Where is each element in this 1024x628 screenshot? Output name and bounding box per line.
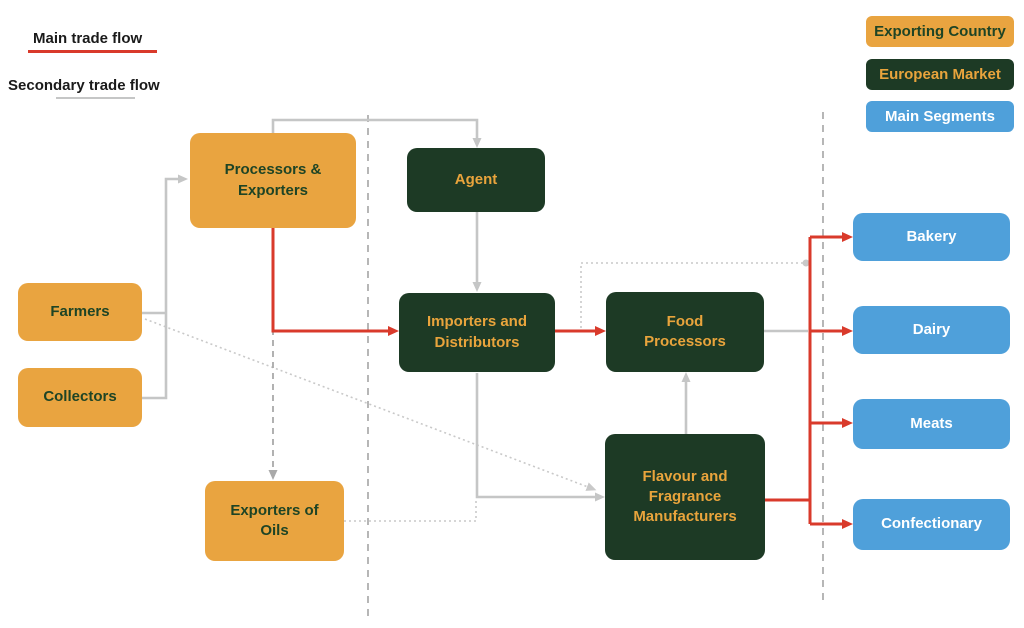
legend-main-segments: Main Segments [866, 101, 1014, 132]
node-agent: Agent [407, 148, 545, 212]
node-food-processors: Food Processors [606, 292, 764, 372]
edge-oils-flavour [344, 500, 477, 522]
node-exporters-of-oils: Exporters of Oils [205, 481, 344, 561]
legend-exporting-country: Exporting Country [866, 16, 1014, 47]
edge-farmers-flavour [144, 318, 597, 491]
legend-main-trade-flow-line [28, 50, 157, 53]
legend-secondary-trade-flow-line [56, 97, 135, 99]
node-processors-exporters: Processors & Exporters [190, 133, 356, 228]
edge-processors-agent [271, 118, 482, 148]
node-meats: Meats [853, 399, 1010, 449]
node-dairy: Dairy [853, 306, 1010, 354]
edge-importers-flavour [475, 373, 605, 502]
legend-secondary-trade-flow: Secondary trade flow [8, 77, 160, 94]
node-farmers: Farmers [18, 283, 142, 341]
edge-importers-segments-endpoint [802, 259, 810, 267]
node-bakery: Bakery [853, 213, 1010, 261]
legend-european-market: European Market [866, 59, 1014, 90]
node-importers-distributors: Importers and Distributors [399, 293, 555, 372]
node-collectors: Collectors [18, 368, 142, 427]
edge-flavour-trunk [765, 237, 812, 524]
node-flavour-fragrance-manufacturers: Flavour and Fragrance Manufacturers [605, 434, 765, 560]
edge-importers-segments [580, 262, 803, 328]
edge-processors-importers [271, 228, 399, 336]
edge-collectors-processors [142, 174, 188, 400]
node-confectionary: Confectionary [853, 499, 1010, 550]
legend-main-trade-flow: Main trade flow [33, 30, 143, 47]
